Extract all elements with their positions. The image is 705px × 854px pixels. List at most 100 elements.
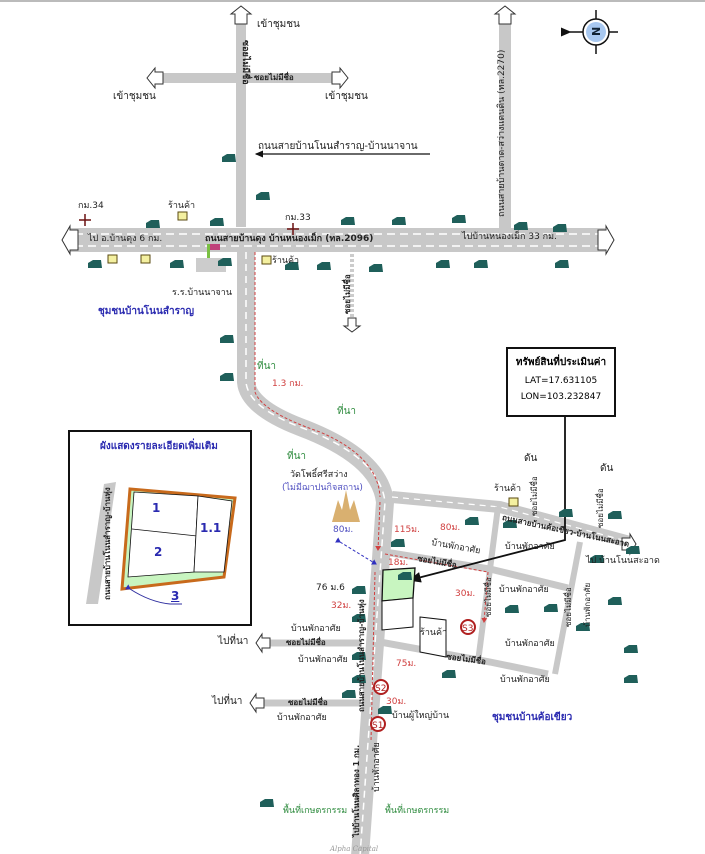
label-dist-115m: 115ม. — [394, 525, 420, 535]
house-icon — [398, 572, 412, 580]
label-dist-75m: 75ม. — [396, 659, 417, 669]
label-dist-32m: 32ม. — [331, 601, 352, 611]
house-icon — [210, 218, 224, 226]
house-icon — [352, 652, 366, 660]
label-residence-8: บ้านพักอาศัย — [277, 713, 327, 723]
shop-icon — [107, 254, 118, 264]
property-title: ทรัพย์สินที่ประเมินค่า — [515, 357, 607, 368]
label-soi-vertical-top: ซอยไม่มีชื่อ — [240, 40, 250, 85]
s3-label: S3 — [462, 624, 473, 634]
house-icon — [553, 224, 567, 232]
highway-2096 — [70, 228, 605, 252]
shop-icon — [508, 497, 519, 507]
property-info-box: ทรัพย์สินที่ประเมินค่า LAT=17.631105 LON… — [506, 347, 616, 417]
s-markers — [370, 619, 476, 732]
label-to-bonsila: ไปบ้านโนนศิลาทอง 1 กม. — [352, 744, 361, 837]
watermark: Alpha Capital — [330, 845, 379, 853]
label-school: ร.ร.บ้านนาจาน — [172, 288, 232, 298]
label-to-bankhung: ไป อ.บ้านดุง 6 กม. — [88, 234, 163, 244]
label-headman-house: บ้านผู้ใหญ่บ้าน — [392, 711, 450, 721]
label-main-road-vertical: ถนนสายบ้านโนนสำราญ-บ้านหุ่ง — [357, 599, 366, 712]
house-icon — [465, 517, 479, 525]
plot-3: 3 — [171, 589, 180, 603]
label-soi-right-4: ซอยไม่มีชื่อ — [564, 587, 573, 627]
label-residence-3: บ้านพักอาศัย — [499, 585, 549, 595]
label-residence-9: บ้านพักอาศัย — [583, 582, 592, 627]
label-soi-left-2: ซอยไม่มีชื่อ — [288, 698, 328, 707]
label-road-2270: ถนนสายบ้านตาด-สว่างแดนดิน (ทล.2270) — [497, 49, 507, 217]
house-icon — [378, 706, 392, 714]
km-markers — [79, 214, 299, 235]
house-icon — [285, 262, 299, 270]
house-icon — [474, 260, 488, 268]
label-residence-2: บ้านพักอาศัย — [505, 542, 555, 552]
plot-1: 1 — [152, 501, 161, 515]
house-icon — [391, 539, 405, 547]
house-icon — [220, 373, 234, 381]
label-enter-community-left: เข้าชุมชน — [113, 91, 156, 102]
house-icon — [503, 520, 517, 528]
house-icon — [352, 614, 366, 622]
house-icon — [436, 260, 450, 268]
label-soi-mid: ซอยไม่มีชื่อ — [343, 274, 352, 314]
house-icon — [576, 623, 590, 631]
detail-inset: ผังแสดงรายละเอียดเพิ่มเติม ถนนสายบ้านโนน… — [68, 430, 252, 626]
label-residence-4: บ้านพักอาศัย — [291, 624, 341, 634]
label-dist-80m: 80ม. — [440, 523, 461, 533]
label-highway-name: ถนนสายบ้านดุง บ้านหนองเม็ก (ทล.2096) — [205, 234, 374, 244]
inset-plan — [86, 482, 237, 605]
label-soi-horizontal-top: ซอยไม่มีชื่อ — [254, 73, 294, 82]
label-rice-field-1: ที่นา — [257, 361, 277, 372]
plot-1-1: 1.1 — [200, 521, 222, 535]
label-to-field-2: ไปที่นา — [212, 696, 243, 707]
house-icon — [317, 262, 331, 270]
label-soi-right-2: ซอยไม่มีชื่อ — [596, 488, 605, 528]
label-temple: วัดโพธิ์ศรีสว่าง — [290, 470, 348, 480]
house-icons — [88, 154, 640, 807]
house-icon — [544, 604, 558, 612]
label-shop-1: ร้านค้า — [168, 201, 196, 211]
house-icon — [559, 509, 573, 517]
house-icon — [608, 511, 622, 519]
house-icon — [624, 675, 638, 683]
label-road-bonsaran-nachan: ถนนสายบ้านโนนสำราญ-บ้านนาจาน — [258, 141, 418, 152]
house-icon — [369, 264, 383, 272]
label-house-76: 76 ม.6 — [316, 583, 345, 593]
label-community-khokhiao: ชุมชนบ้านค้อเขียว — [492, 712, 573, 723]
label-shop-3: ร้านค้า — [494, 484, 522, 494]
label-dist-30m-bottom: 30ม. — [386, 697, 407, 707]
label-forest-1: ดัน — [524, 453, 538, 464]
house-icon — [218, 258, 232, 266]
property-lon: LON=103.232847 — [520, 392, 602, 402]
house-icon — [442, 670, 456, 678]
plot-2: 2 — [154, 545, 163, 559]
s1-label: S1 — [372, 721, 383, 731]
house-icon — [352, 586, 366, 594]
shop-icon — [177, 211, 188, 221]
top-soi-roads — [155, 22, 511, 228]
label-rice-field-2: ที่นา — [337, 406, 357, 417]
inset-title: ผังแสดงรายละเอียดเพิ่มเติม — [100, 441, 218, 452]
label-residence-7: บ้านพักอาศัย — [500, 675, 550, 685]
label-to-nongmek: ไปบ้านหนองเม็ก 33 กม. — [462, 232, 557, 242]
house-icon — [222, 154, 236, 162]
label-temple-note: (ไม่มีฌาปนกิจสถาน) — [282, 483, 363, 493]
house-icon — [555, 260, 569, 268]
house-icon — [590, 555, 604, 563]
label-shop-4: ร้านค้า — [420, 628, 448, 638]
label-residence-5: บ้านพักอาศัย — [298, 655, 348, 665]
label-rice-field-3: ที่นา — [287, 451, 307, 462]
road-end-arrows — [61, 5, 637, 714]
shop-icon — [140, 254, 151, 264]
house-icon — [352, 675, 366, 683]
label-soi-right-1: ซอยไม่มีชื่อ — [530, 476, 539, 516]
label-farmland-2: พื้นที่เกษตรกรรม — [385, 806, 450, 816]
label-community-bonsaran: ชุมชนบ้านโนนสำราญ — [98, 306, 195, 317]
north-label: N — [590, 27, 603, 36]
property-lat: LAT=17.631105 — [524, 376, 598, 386]
label-km33: กม.33 — [285, 213, 311, 223]
house-icon — [342, 690, 356, 698]
house-icon — [452, 215, 466, 223]
